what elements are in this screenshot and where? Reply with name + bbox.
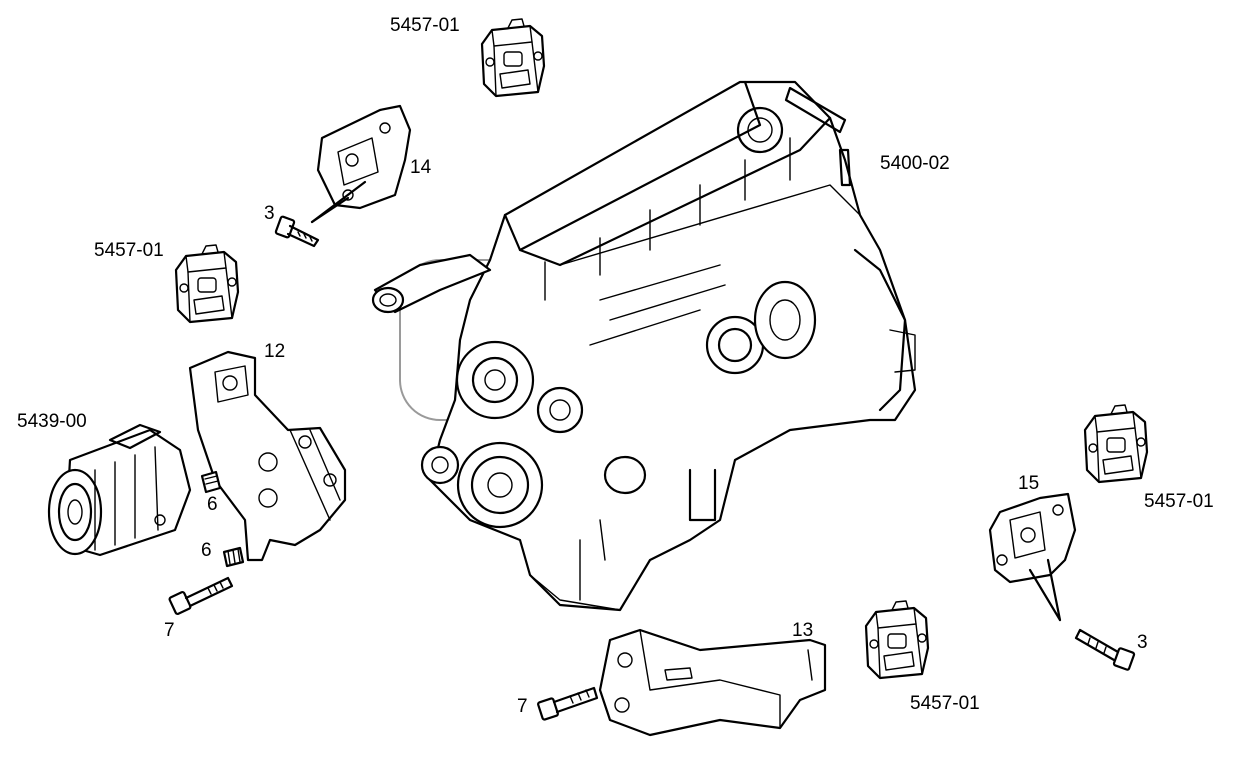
label-mount-bottom: 5457-01 — [910, 693, 980, 714]
engine-mount-top — [480, 17, 546, 98]
bolt-7-bottom — [537, 686, 599, 721]
label-bolt-3-left: 3 — [264, 203, 275, 224]
label-engine: 5400-02 — [880, 153, 950, 174]
bracket-12 — [188, 350, 347, 562]
label-bracket-15: 15 — [1018, 473, 1040, 494]
label-compressor: 5439-00 — [17, 411, 87, 432]
label-bolt-3-right: 3 — [1137, 632, 1148, 653]
label-bolt-7-left: 7 — [164, 620, 175, 641]
label-stud-6-upper: 6 — [207, 494, 218, 515]
compressor-5439-00 — [47, 423, 192, 557]
bolt-3-right — [1074, 628, 1136, 671]
bolt-3-left — [274, 215, 320, 248]
label-bracket-14: 14 — [410, 157, 432, 178]
label-mount-right: 5457-01 — [1144, 491, 1214, 512]
bracket-15 — [988, 492, 1077, 622]
engine-mount-left — [174, 243, 240, 324]
label-bracket-13: 13 — [792, 620, 814, 641]
engine-mount-right — [1083, 403, 1149, 484]
bracket-14 — [310, 104, 412, 224]
engine-assembly — [371, 80, 917, 612]
stud-6-upper — [200, 470, 222, 494]
label-mount-top: 5457-01 — [390, 15, 460, 36]
bracket-13 — [598, 628, 827, 737]
bolt-7-left — [168, 576, 234, 615]
label-mount-left: 5457-01 — [94, 240, 164, 261]
stud-6-lower — [222, 546, 245, 568]
label-bracket-12: 12 — [264, 341, 286, 362]
label-bolt-7-bottom: 7 — [517, 696, 528, 717]
label-stud-6-lower: 6 — [201, 540, 212, 561]
engine-mount-bottom — [864, 599, 930, 680]
